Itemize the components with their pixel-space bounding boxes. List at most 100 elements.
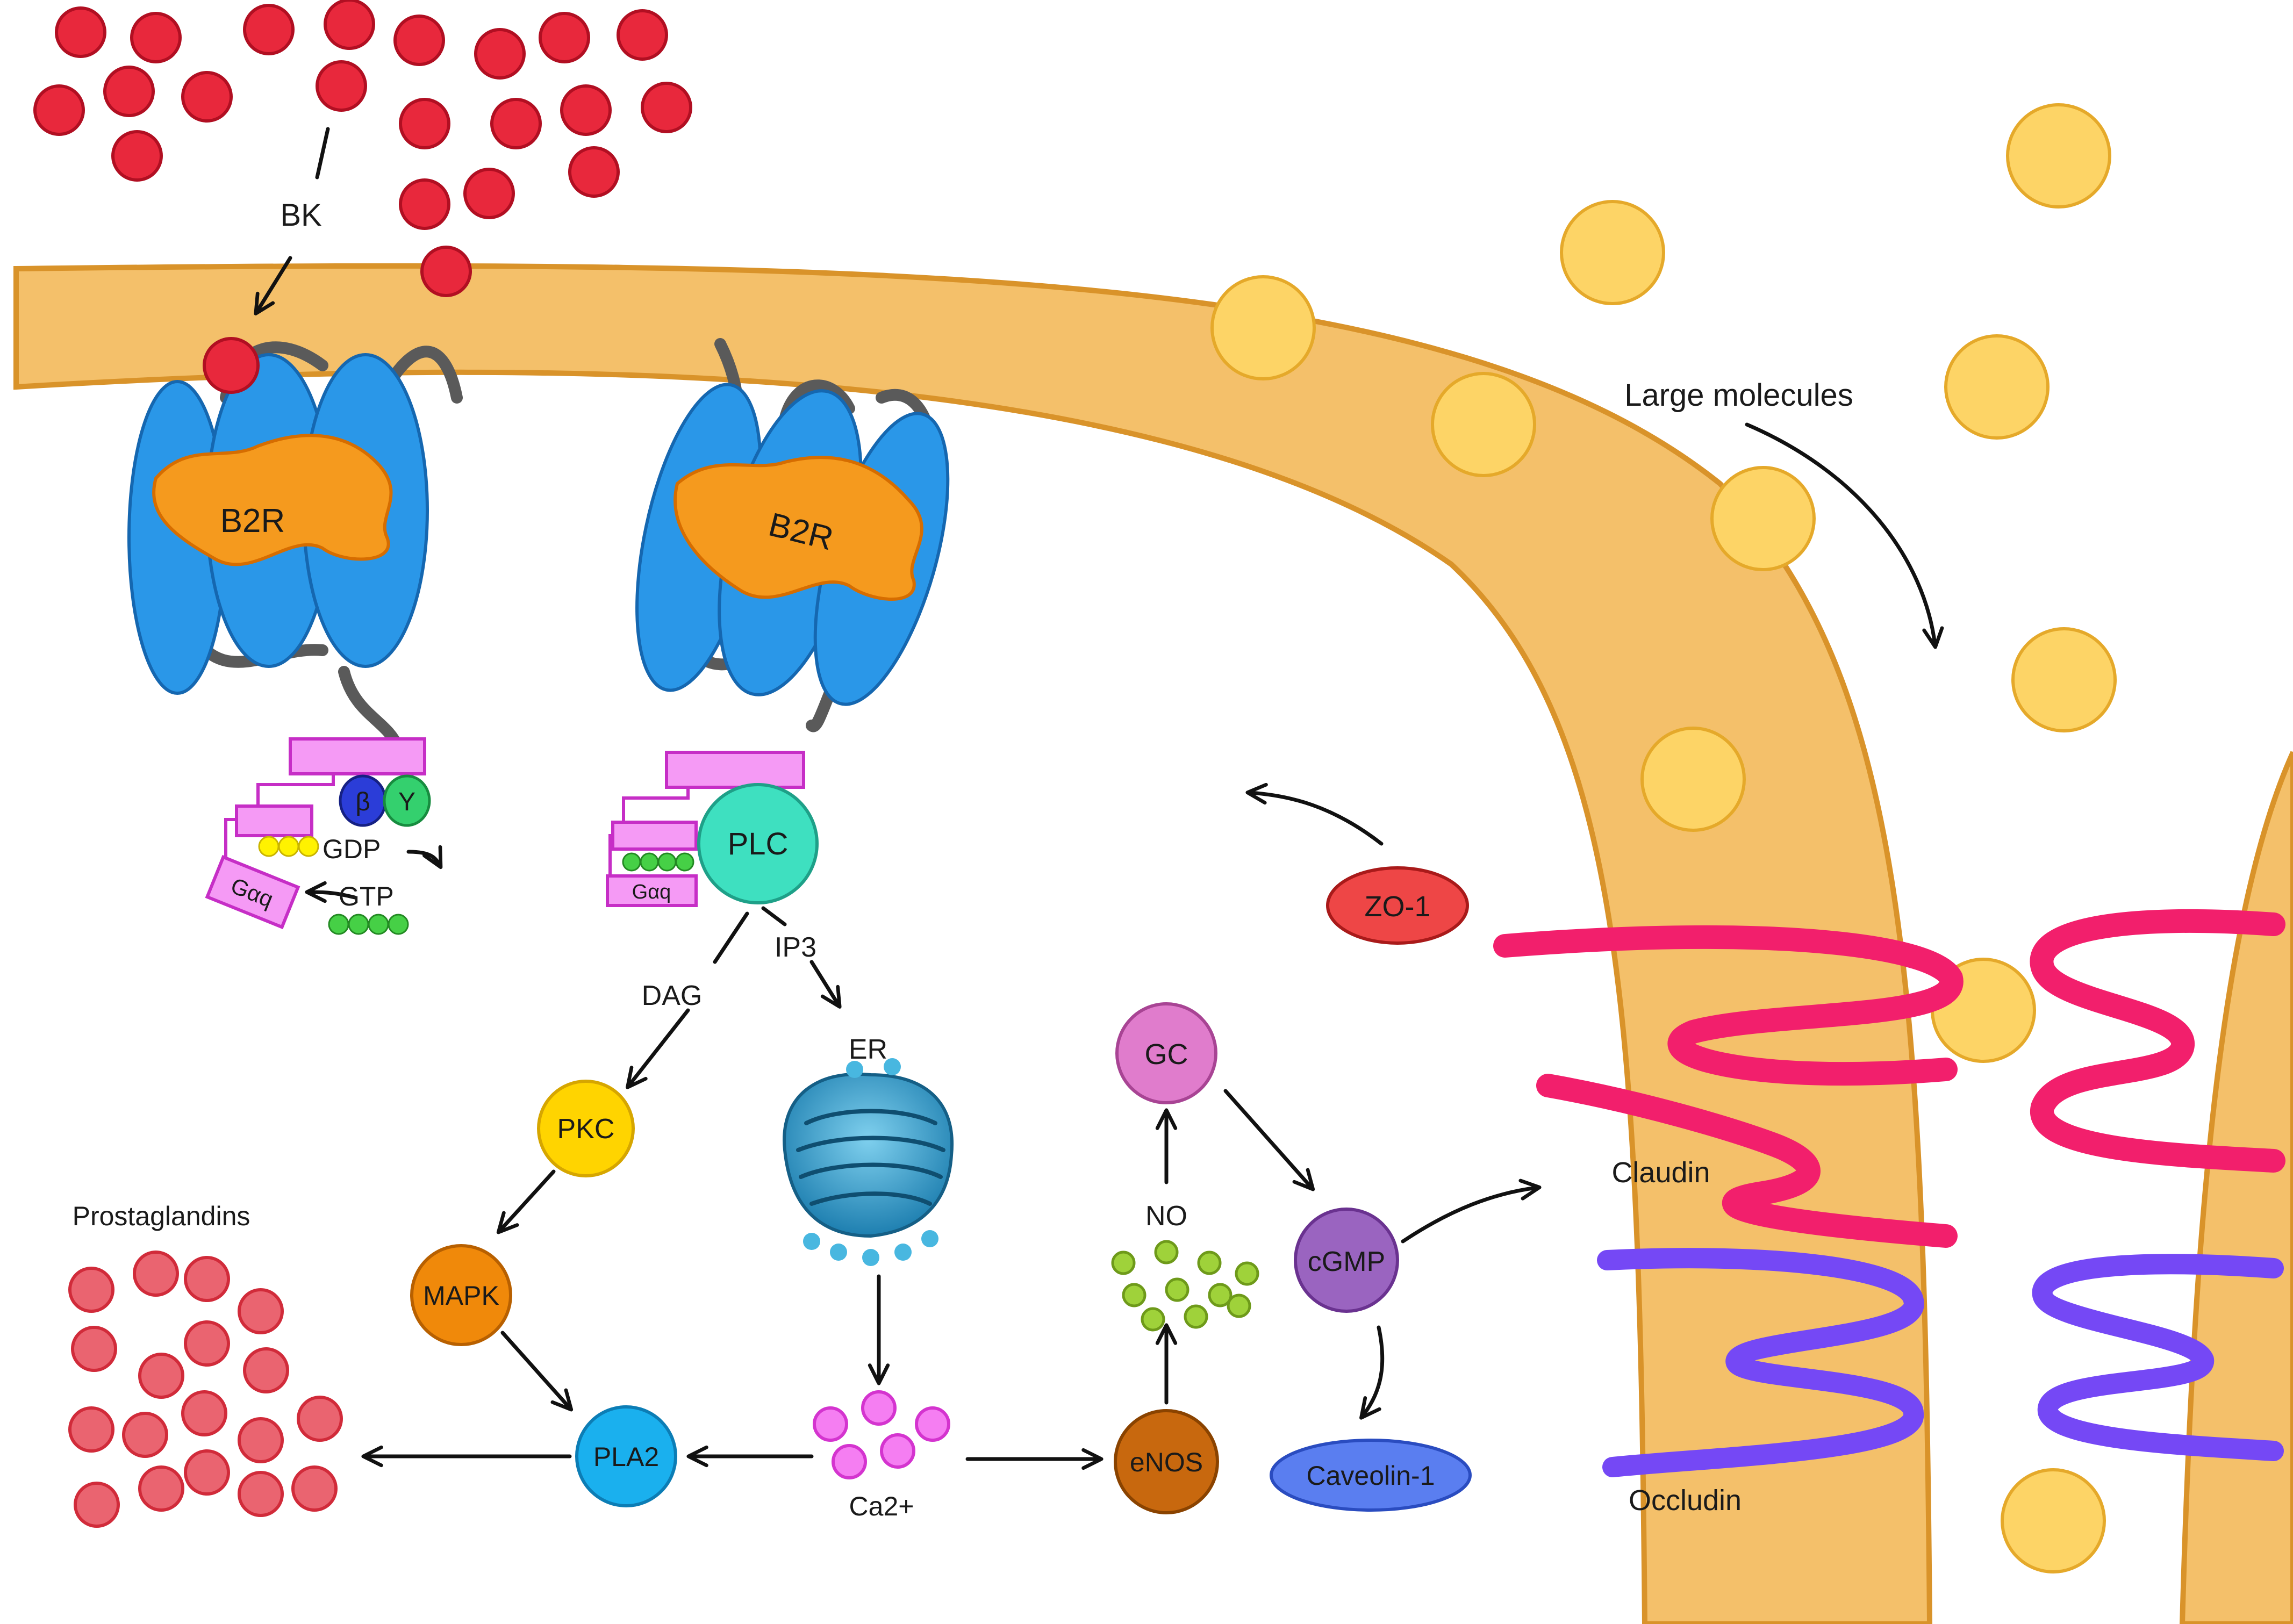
prostaglandin-molecule: [138, 1465, 184, 1512]
large-molecule: [1944, 334, 2050, 440]
gc-to-cgmp-arrow: [1223, 1089, 1315, 1191]
calcium-label: Ca2+: [849, 1491, 914, 1521]
calcium-ions: [813, 1390, 950, 1479]
occludin-strands: [1597, 1248, 2284, 1477]
no-molecule: [1184, 1304, 1208, 1329]
bk-molecule: [490, 98, 542, 149]
receptor-right: [635, 338, 950, 732]
receptor-left: [127, 337, 463, 753]
prostaglandin-molecule: [68, 1267, 114, 1313]
bk-to-receptor-arrow: [257, 127, 330, 312]
zo1-node: [1326, 866, 1469, 945]
prostaglandin-molecule: [291, 1465, 338, 1512]
caveolin-label: Caveolin-1: [1306, 1461, 1435, 1491]
bk-molecule: [103, 66, 155, 117]
large-molecules-label: Large molecules: [1624, 378, 1853, 413]
no-molecule: [1197, 1251, 1222, 1275]
bk-molecule: [617, 9, 668, 61]
large-molecule: [2011, 627, 2117, 732]
pkc-label: PKC: [557, 1113, 615, 1145]
caveolin-node: [1270, 1439, 1472, 1512]
bk-molecule: [111, 130, 163, 182]
large-molecule: [1431, 372, 1536, 477]
bk-molecule: [55, 6, 106, 58]
no-molecule: [1141, 1307, 1165, 1332]
gdp-label: GDP: [323, 834, 381, 864]
prostaglandin-molecule: [243, 1347, 289, 1393]
prostaglandin-molecule: [133, 1251, 179, 1297]
er-label: ER: [849, 1034, 887, 1065]
prostaglandin-molecule: [122, 1412, 168, 1458]
b2r-label-left: B2R: [220, 502, 285, 540]
large-molecule: [2006, 103, 2111, 209]
prostaglandin-molecule: [184, 1320, 230, 1367]
beta-label: β: [355, 788, 370, 816]
prostaglandin-molecule: [184, 1256, 230, 1302]
plc-to-dag-arrow: [629, 911, 749, 1086]
prostaglandin-molecule: [297, 1396, 343, 1442]
gamma-label: Y: [398, 788, 415, 816]
mapk-to-pla2-arrow: [500, 1331, 574, 1412]
large-molecule: [1710, 466, 1816, 571]
large-molecules-cluster: [1210, 103, 2117, 1573]
pkc-to-mapk-arrow: [496, 1169, 556, 1234]
prostaglandins-label: Prostaglandins: [73, 1201, 250, 1231]
er-organelle: [783, 1058, 954, 1266]
prostaglandin-molecule: [238, 1471, 284, 1517]
no-molecule: [1111, 1251, 1136, 1275]
pla2-label: PLA2: [593, 1442, 659, 1472]
plc-label: PLC: [728, 827, 789, 861]
g-protein-complex-left: [205, 737, 443, 935]
bk-molecule: [463, 168, 515, 219]
zo1-label: ZO-1: [1364, 890, 1430, 923]
large-molecule: [2001, 1468, 2106, 1573]
cgmp-to-caveolin-arrow: [1359, 1325, 1385, 1420]
plc-to-ip3-arrow: [761, 906, 839, 1005]
no-molecule: [1154, 1240, 1179, 1264]
mapk-node: [410, 1244, 512, 1346]
no-molecule: [1235, 1261, 1259, 1286]
mapk-label: MAPK: [423, 1281, 499, 1311]
bk-label: BK: [280, 198, 322, 233]
cgmp-to-junction-arrow: [1401, 1179, 1542, 1244]
bk-molecule: [243, 4, 295, 55]
prostaglandin-molecule: [184, 1449, 230, 1496]
pla2-node: [575, 1405, 677, 1507]
bk-molecule: [393, 15, 445, 66]
bk-molecule: [568, 146, 620, 198]
zo1-to-membrane-arrow: [1245, 782, 1384, 846]
prostaglandin-molecule: [74, 1482, 120, 1528]
no-molecule: [1122, 1283, 1146, 1307]
gc-label: GC: [1145, 1038, 1188, 1070]
no-molecule: [1227, 1294, 1251, 1318]
bk-molecule: [420, 246, 472, 297]
occludin-label: Occludin: [1629, 1484, 1742, 1517]
large-molecule: [1560, 200, 1665, 305]
prostaglandin-molecule: [68, 1406, 114, 1453]
enos-node: [1114, 1409, 1219, 1514]
nitric-oxide-molecules: [1111, 1240, 1259, 1332]
bk-molecule: [181, 71, 233, 123]
bk-molecule: [560, 84, 612, 136]
bk-molecule: [130, 12, 182, 63]
no-molecule: [1208, 1283, 1233, 1307]
dag-label: DAG: [642, 980, 703, 1011]
prostaglandin-molecules: [68, 1251, 343, 1528]
pkc-node: [537, 1080, 635, 1177]
bk-molecule: [399, 178, 450, 230]
large-molecules-arrow: [1745, 422, 1944, 649]
plc-node: [697, 783, 819, 904]
cgmp-label: cGMP: [1308, 1246, 1385, 1277]
no-label: NO: [1145, 1201, 1187, 1232]
bk-molecule: [539, 12, 590, 63]
prostaglandin-molecule: [238, 1288, 284, 1334]
bradykinin-molecules: [33, 0, 692, 297]
claudin-strands: [1493, 909, 2285, 1248]
g-protein-complex-right: [606, 751, 805, 907]
bk-molecule: [33, 84, 85, 136]
bk-molecule: [399, 98, 450, 149]
prostaglandin-molecule: [138, 1353, 184, 1399]
prostaglandin-molecule: [238, 1417, 284, 1463]
bk-molecule: [324, 0, 375, 50]
